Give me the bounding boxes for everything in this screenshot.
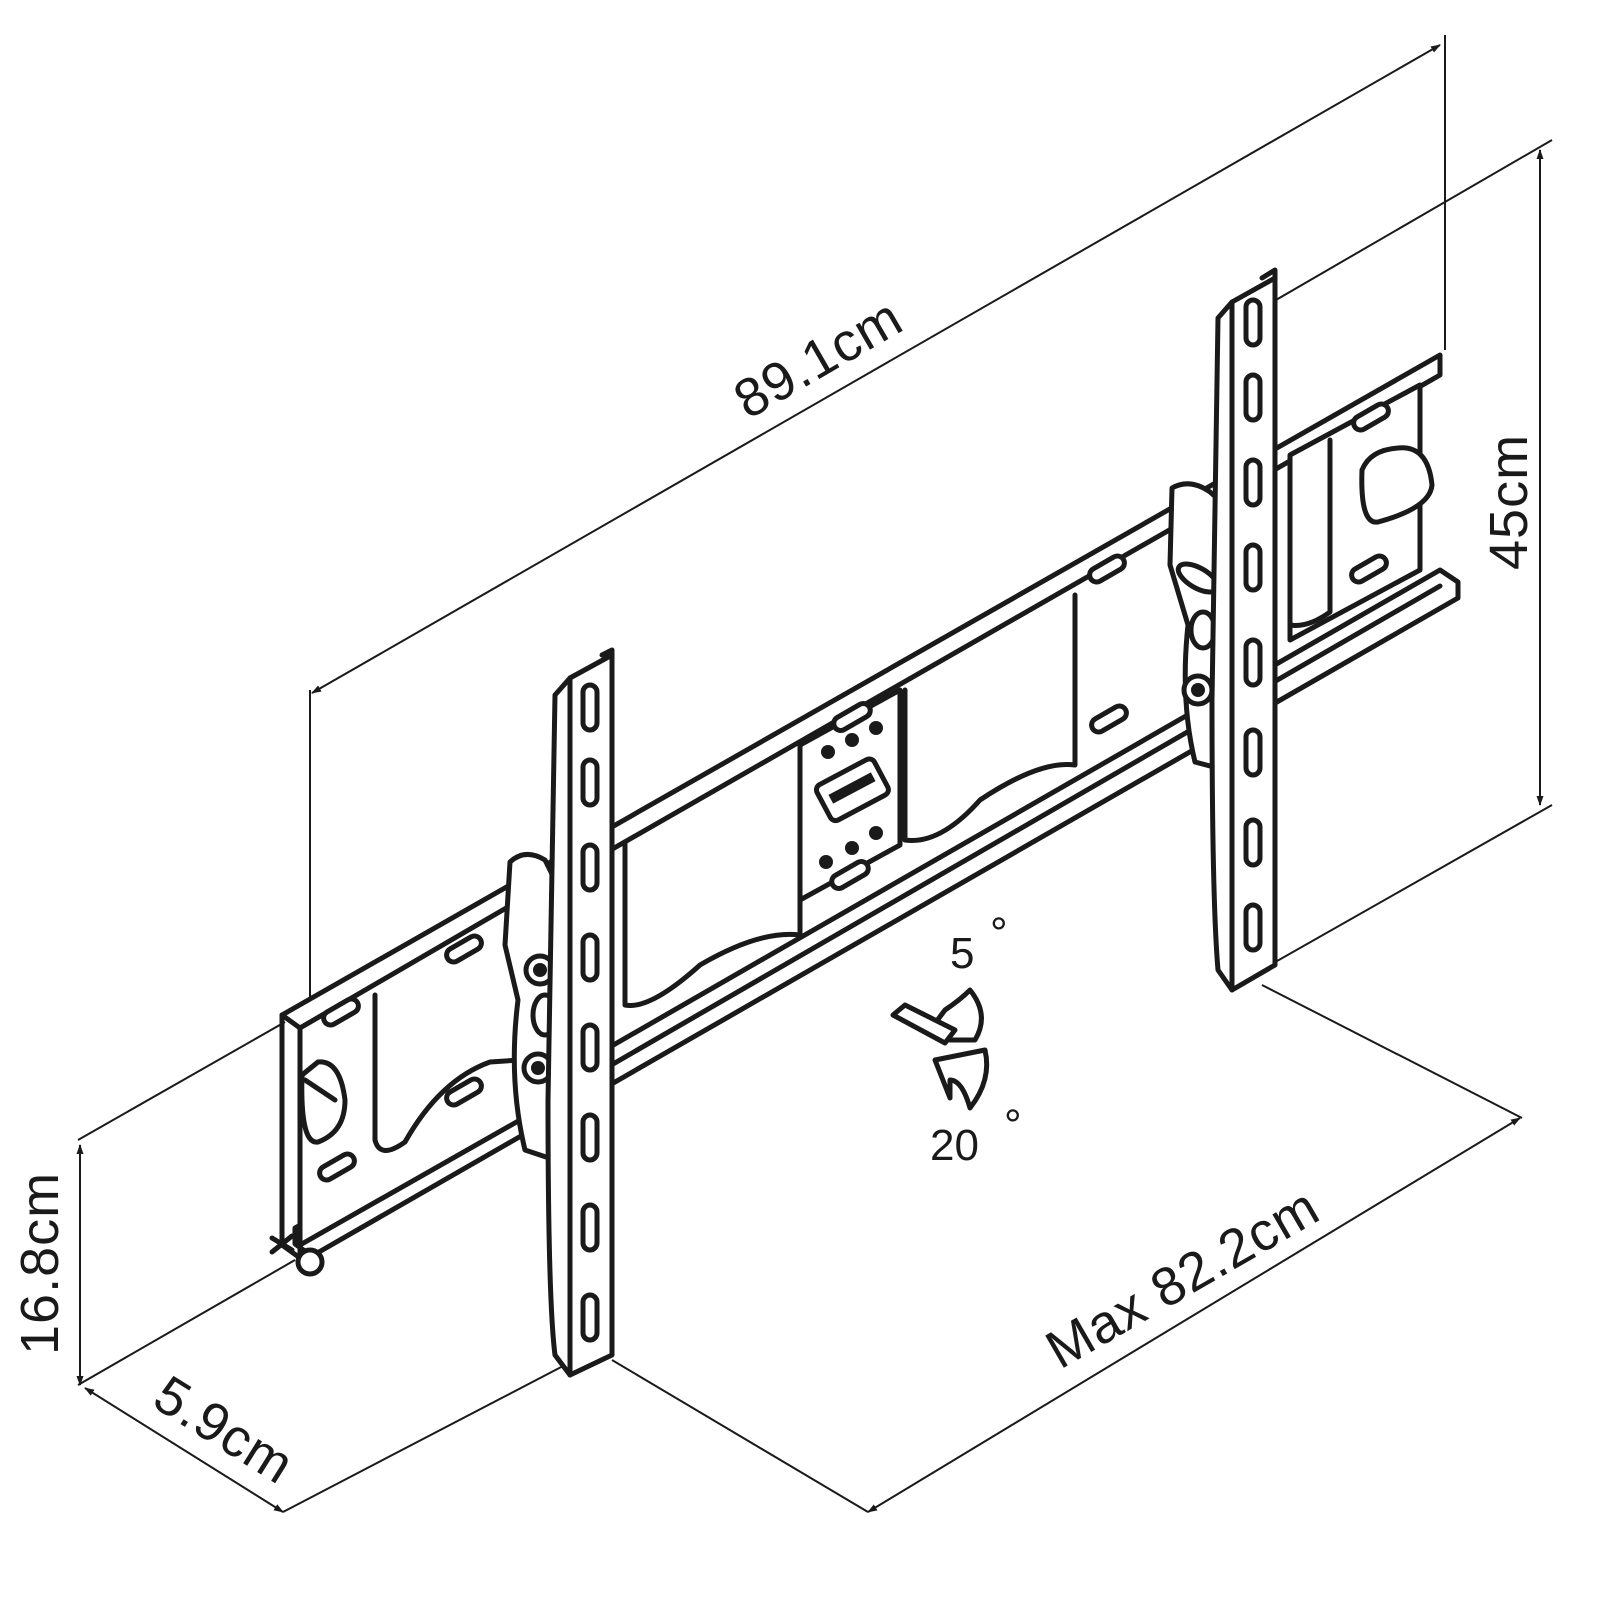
depth-dimension-line: [84, 1387, 284, 1513]
tilt-up-label: 5 °: [950, 909, 1008, 978]
tilt-down-arrow: [932, 1047, 990, 1111]
center-panel-right: [902, 592, 1078, 843]
left-keyhole-slot: [299, 1059, 348, 1145]
safety-screw-icon: [269, 1233, 325, 1277]
vesa-extension-left: [611, 1359, 869, 1513]
left-upright-side: [545, 675, 573, 1378]
tilt-arrows-icon: [890, 987, 990, 1111]
overall-width-label: 89.1cm: [724, 287, 913, 431]
right-keyhole-slot: [1359, 445, 1435, 525]
height-extension-top: [1249, 139, 1553, 316]
depth-extension-line: [282, 1364, 566, 1513]
right-upright-side: [1209, 299, 1235, 993]
plate-height-extension-bottom: [77, 1259, 296, 1386]
width-dimension-line: [311, 44, 1441, 694]
right-vertical-arm: [1167, 267, 1278, 993]
center-panel-left: [622, 742, 803, 1008]
vesa-dimension-line: [867, 1117, 1521, 1513]
right-upright-slots: [1243, 297, 1263, 953]
plate-height-extension-top: [77, 1021, 286, 1141]
left-vertical-arm: [502, 647, 615, 1378]
tilt-up-degree: °: [990, 909, 1008, 958]
left-upright-slots: [580, 682, 600, 1343]
vesa-extension-right: [1261, 984, 1523, 1119]
height-extension-bottom: [1269, 804, 1553, 966]
plate-height-label: 16.8cm: [10, 1172, 70, 1355]
vesa-spacing-label: Max 82.2cm: [1036, 1176, 1329, 1380]
wall-plate: [269, 352, 1461, 1277]
overall-height-label: 45cm: [1479, 434, 1539, 570]
tilt-down-degree: °: [1004, 1101, 1022, 1150]
dimension-lines: [76, 35, 1553, 1513]
tilt-down-label: 20 °: [930, 1101, 1022, 1170]
tilt-up-value: 5: [950, 929, 974, 978]
tilt-down-value: 20: [930, 1121, 979, 1170]
